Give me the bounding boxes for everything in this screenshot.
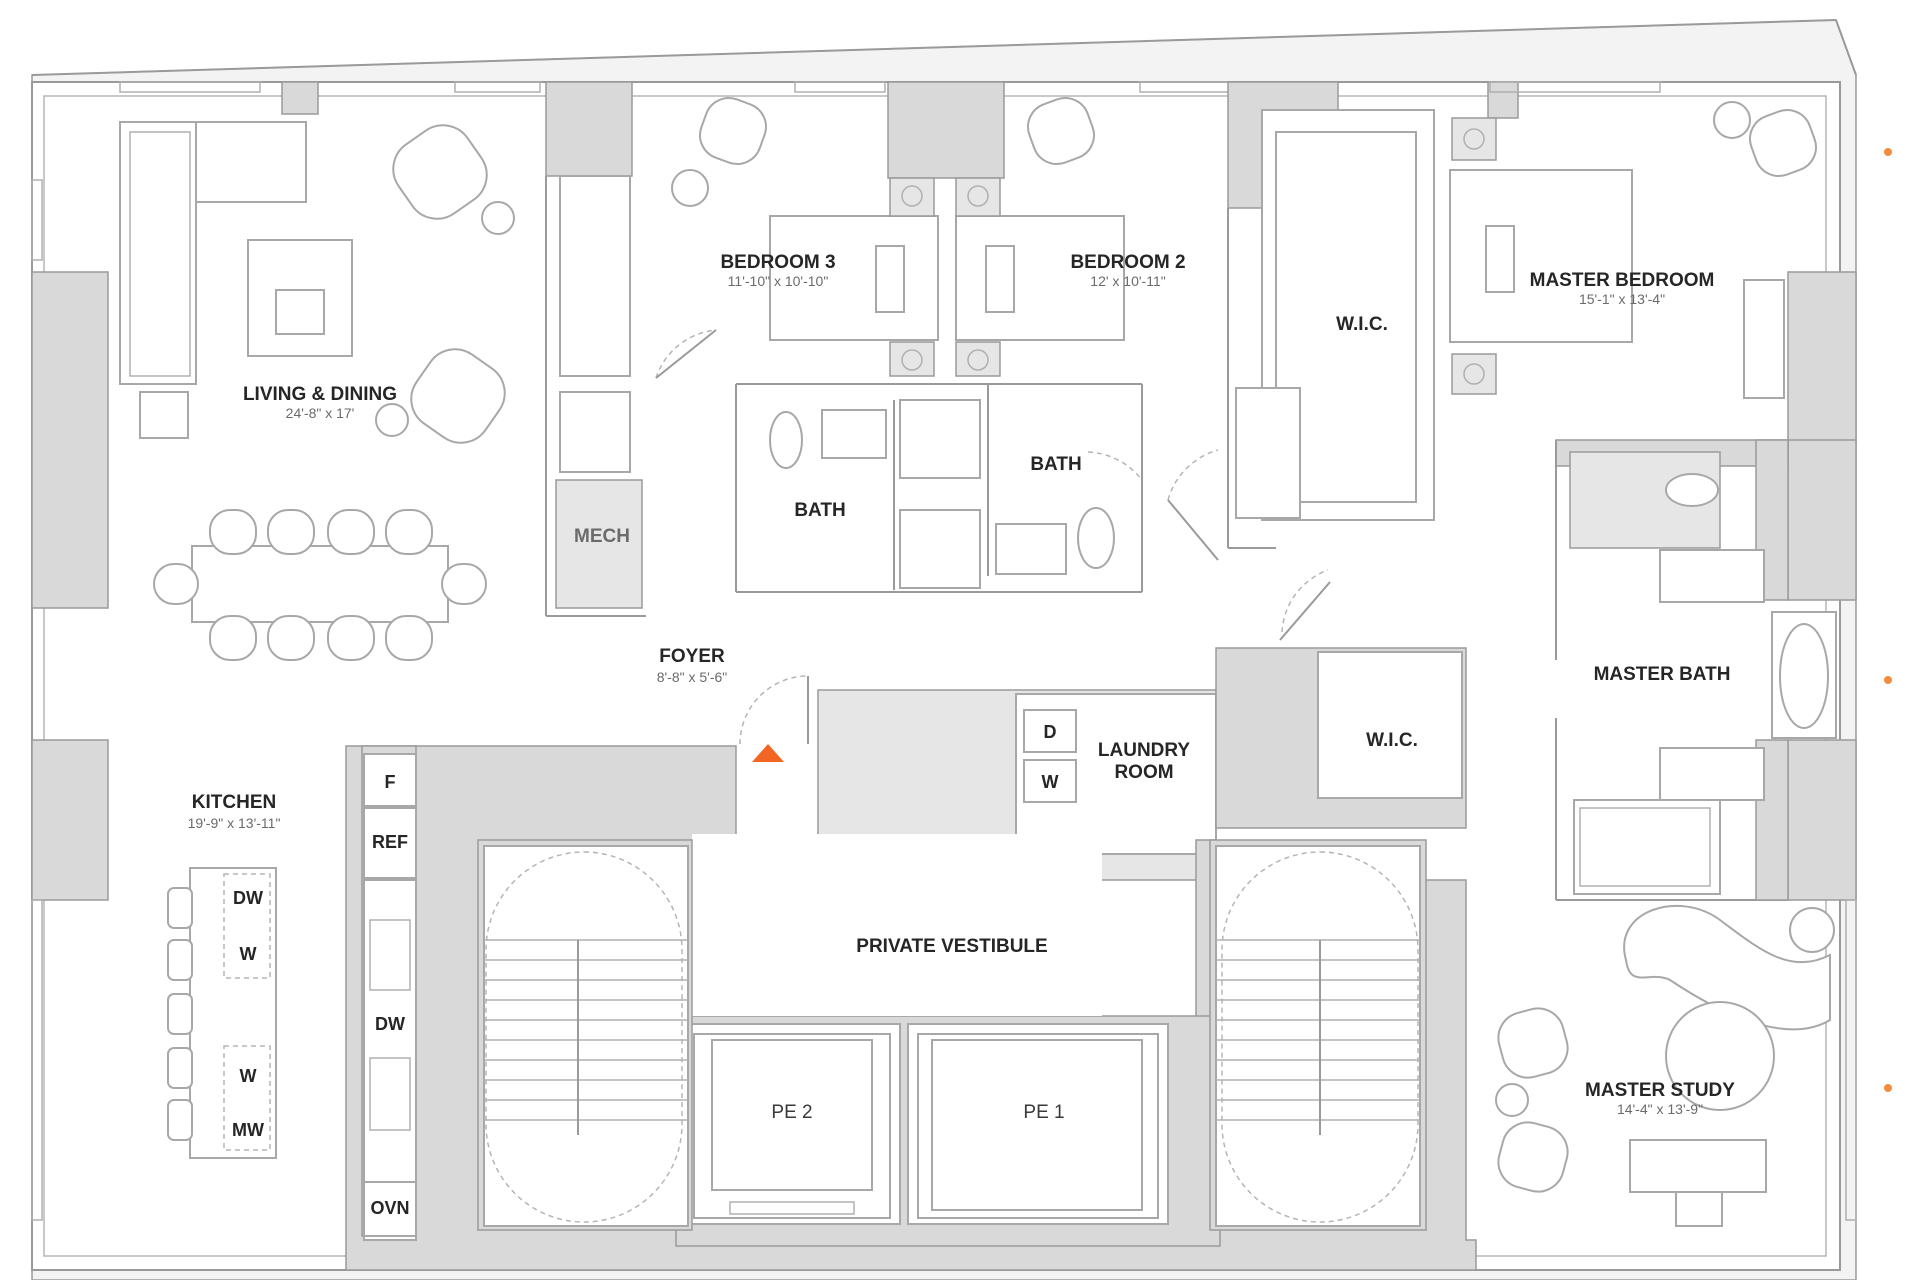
label-master-bedroom: MASTER BEDROOM (1530, 270, 1715, 291)
label-living: LIVING & DINING (243, 384, 397, 405)
bath-right-fixtures (995, 507, 1115, 575)
label-fridge: REF (372, 832, 408, 852)
bed-bedroom-3 (671, 97, 939, 377)
label-bedroom-3: BEDROOM 3 (720, 252, 835, 273)
label-kitchen: KITCHEN (192, 792, 276, 813)
label-master-bath: MASTER BATH (1594, 664, 1731, 685)
label-bath-right: BATH (1030, 454, 1081, 475)
dims-bedroom-2: 12' x 10'-11" (1090, 273, 1165, 289)
label-island-w2: W (240, 1066, 257, 1086)
elevator-pe1 (917, 1033, 1159, 1219)
dims-kitchen: 19'-9" x 13'-11" (188, 815, 281, 831)
bed-bedroom-2 (955, 97, 1125, 377)
stairs-left (483, 845, 689, 1227)
side-dot (1884, 1084, 1892, 1092)
dims-master-study: 14'-4" x 13'-9" (1617, 1101, 1703, 1117)
label-foyer: FOYER (659, 646, 725, 667)
label-wic-master: W.I.C. (1336, 314, 1388, 335)
dims-master-bedroom: 15'-1" x 13'-4" (1579, 291, 1665, 307)
dims-living: 24'-8" x 17' (286, 405, 355, 421)
kitchen-counter (363, 753, 417, 1241)
side-dot (1884, 676, 1892, 684)
dims-foyer: 8'-8" x 5'-6" (657, 669, 728, 685)
lounge-chairs (139, 124, 515, 444)
dining-table (153, 509, 487, 661)
label-dryer: D (1044, 722, 1057, 742)
label-counter-dw: DW (375, 1014, 405, 1034)
label-island-w1: W (240, 944, 257, 964)
label-washer: W (1042, 772, 1059, 792)
master-bath-fixtures (1579, 473, 1837, 887)
kitchen-island (167, 867, 277, 1159)
label-vestibule: PRIVATE VESTIBULE (856, 936, 1047, 957)
entry-marker-icon (752, 744, 784, 762)
label-master-study: MASTER STUDY (1585, 1080, 1735, 1101)
dims-bedroom-3: 11'-10" x 10'-10" (728, 273, 829, 289)
label-oven: OVN (370, 1198, 409, 1218)
stairs-right (1215, 845, 1421, 1227)
bed-master (1449, 101, 1817, 399)
label-bedroom-2: BEDROOM 2 (1070, 252, 1185, 273)
label-bath-left: BATH (794, 500, 845, 521)
label-laundry-2: ROOM (1114, 762, 1173, 783)
label-pe1: PE 1 (1023, 1102, 1064, 1123)
label-freezer: F (385, 772, 396, 792)
bath-left-fixtures (769, 399, 981, 589)
label-island-dw: DW (233, 888, 263, 908)
laundry-units (1023, 709, 1077, 803)
sofa-sectional (119, 121, 307, 385)
label-wic-small: W.I.C. (1366, 730, 1418, 751)
label-pe2: PE 2 (771, 1102, 812, 1123)
label-mech: MECH (574, 526, 630, 547)
door-swings (655, 329, 1331, 745)
elevator-pe2 (693, 1033, 891, 1219)
label-island-mw: MW (232, 1120, 264, 1140)
coffee-table (247, 239, 353, 357)
side-dot (1884, 148, 1892, 156)
label-laundry-1: LAUNDRY (1098, 740, 1191, 761)
study-furniture (1495, 905, 1835, 1227)
